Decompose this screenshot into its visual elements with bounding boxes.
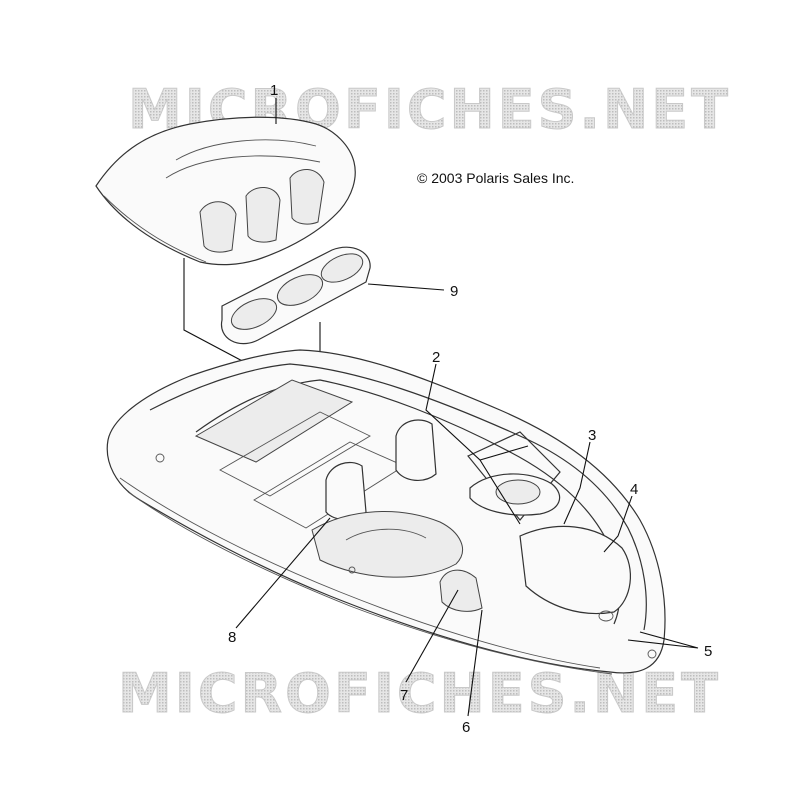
callout-6: 6 — [462, 719, 470, 736]
copyright-text: © 2003 Polaris Sales Inc. — [417, 170, 574, 186]
callout-3: 3 — [588, 427, 596, 444]
cupholder-tray-drawing — [220, 246, 371, 345]
callout-4: 4 — [630, 481, 638, 498]
callout-9: 9 — [450, 283, 458, 300]
callout-1: 1 — [270, 82, 278, 99]
callout-5: 5 — [704, 643, 712, 660]
callout-2: 2 — [432, 349, 440, 366]
leader-lines — [235, 98, 699, 717]
callout-8: 8 — [228, 629, 236, 646]
boat-hull-drawing — [106, 349, 666, 675]
seat-cushion-drawing — [95, 116, 356, 266]
callout-7: 7 — [400, 687, 408, 704]
